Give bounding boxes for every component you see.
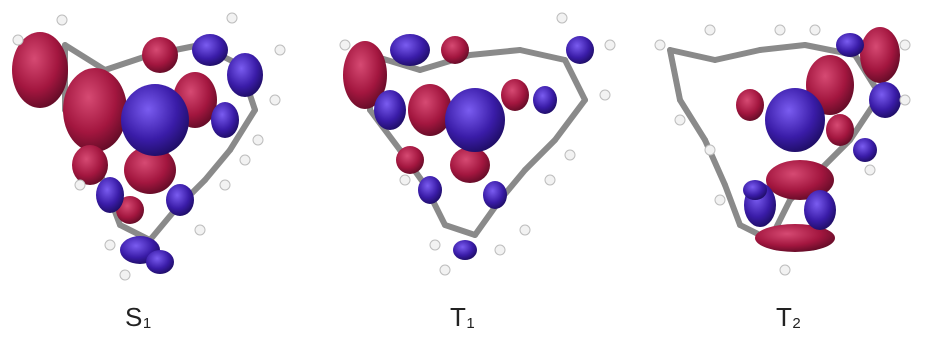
blue-lobes	[743, 33, 901, 230]
blue-lobes	[96, 34, 263, 274]
orbital-s1-image	[12, 12, 286, 281]
red-lobes	[343, 36, 529, 183]
state-label-s1: S1	[125, 302, 152, 333]
state-label-index: 1	[466, 315, 476, 332]
state-label-index: 2	[792, 315, 802, 332]
state-label-letter: T	[776, 302, 793, 332]
panel-t1: T1	[330, 0, 640, 341]
blue-lobes	[374, 34, 594, 260]
red-lobes	[12, 32, 217, 224]
state-label-index: 1	[142, 315, 152, 332]
state-label-letter: T	[450, 302, 467, 332]
panel-t2: T2	[640, 0, 930, 341]
orbital-t2-image	[654, 24, 911, 276]
state-label-t1: T1	[450, 302, 475, 333]
panel-s1: S1	[0, 0, 310, 341]
state-label-letter: S	[125, 302, 143, 332]
orbital-t1-image	[339, 12, 616, 276]
state-label-t2: T2	[776, 302, 801, 333]
